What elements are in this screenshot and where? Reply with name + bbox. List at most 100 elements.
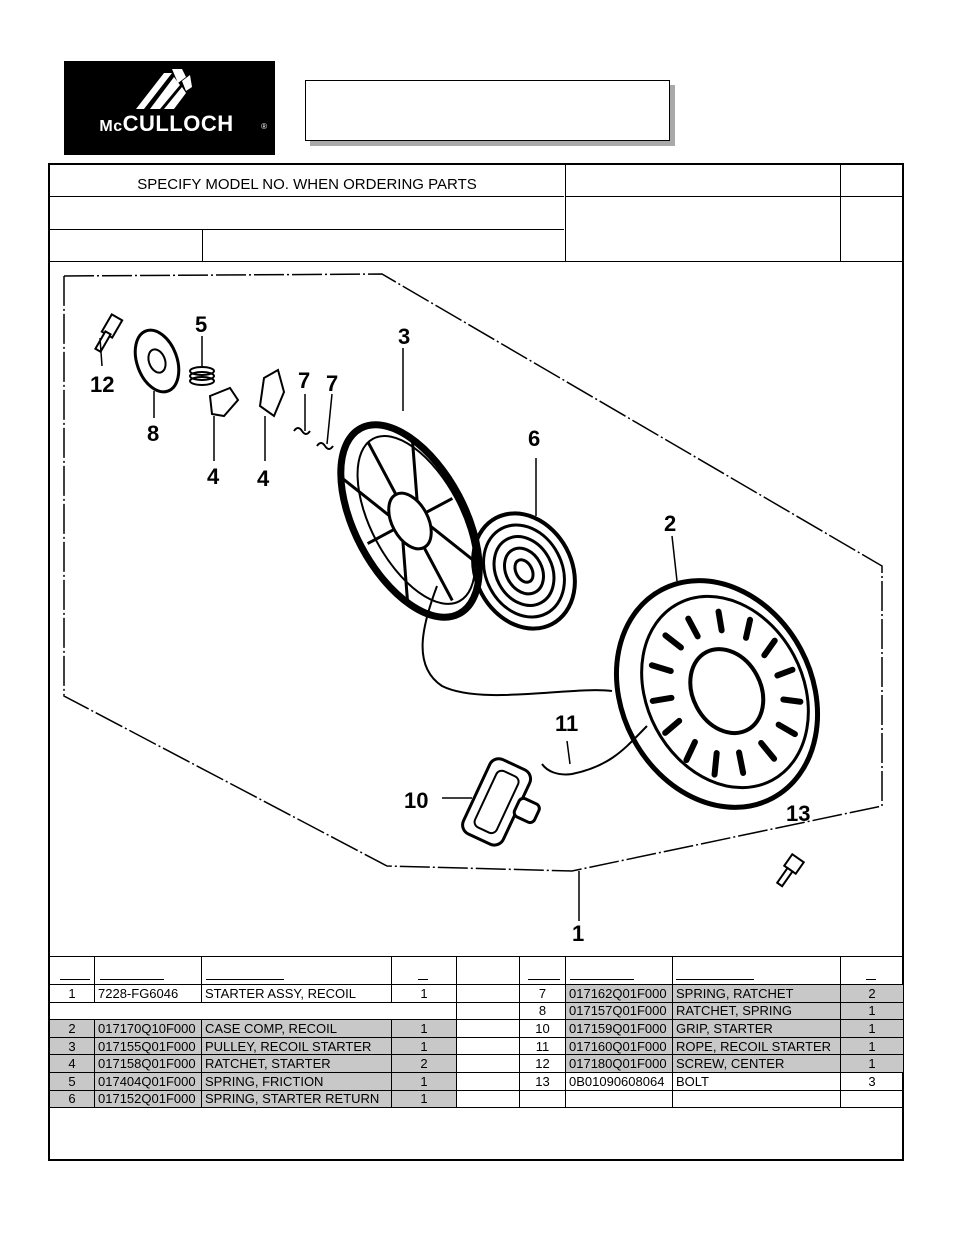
callout-11: 11 bbox=[555, 711, 578, 736]
part-item-no: 4 bbox=[49, 1054, 95, 1073]
ratchet-spring-small-part bbox=[316, 442, 334, 450]
part-number: 017157Q01F000 bbox=[565, 1001, 673, 1021]
part-item-no: 12 bbox=[519, 1054, 566, 1073]
part-number: 017170Q10F000 bbox=[94, 1019, 202, 1038]
return-spring-part bbox=[471, 511, 577, 631]
part-qty: 2 bbox=[391, 1054, 457, 1073]
part-description: ROPE, RECOIL STARTER bbox=[672, 1036, 841, 1056]
mcculloch-logo: McCULLOCH ® bbox=[64, 61, 275, 155]
column-header-mark bbox=[528, 979, 560, 980]
spacer-cell bbox=[456, 1019, 520, 1038]
leader-lines bbox=[99, 336, 678, 921]
parts-sheet-frame bbox=[48, 163, 904, 1161]
callout-8: 8 bbox=[147, 421, 159, 446]
ratchet-spring-small-part bbox=[293, 427, 311, 435]
notes-section-top-line bbox=[50, 1107, 902, 1108]
part-number: 017404Q01F000 bbox=[94, 1071, 202, 1091]
rope-part bbox=[421, 585, 613, 697]
spacer-cell bbox=[456, 1089, 520, 1109]
column-header-mark bbox=[676, 979, 754, 980]
part-description: BOLT bbox=[672, 1071, 841, 1091]
header-col-divider bbox=[565, 165, 566, 261]
logo-wordmark: McCULLOCH bbox=[99, 111, 234, 136]
part-item-no bbox=[519, 1089, 566, 1109]
part-qty: 1 bbox=[840, 1054, 904, 1073]
part-description: PULLEY, RECOIL STARTER bbox=[201, 1036, 392, 1056]
column-header-mark bbox=[100, 979, 164, 980]
part-qty: 1 bbox=[840, 1001, 904, 1021]
part-qty: 1 bbox=[391, 984, 457, 1003]
column-divider bbox=[840, 957, 841, 984]
part-qty: 1 bbox=[840, 1036, 904, 1056]
part-item-no: 10 bbox=[519, 1019, 566, 1038]
callout-10: 10 bbox=[404, 788, 428, 813]
exploded-diagram: 1 2 3 4 4 5 6 7 7 8 10 11 12 13 bbox=[63, 273, 883, 946]
column-divider bbox=[201, 957, 202, 984]
column-header-mark bbox=[206, 979, 284, 980]
callout-4b: 4 bbox=[257, 466, 270, 491]
part-description: RATCHET, STARTER bbox=[201, 1054, 392, 1073]
table-row bbox=[49, 1001, 457, 1021]
part-number: 017160Q01F000 bbox=[565, 1036, 673, 1056]
callout-7a: 7 bbox=[298, 368, 310, 393]
part-qty: 3 bbox=[840, 1071, 904, 1091]
part-description: SPRING, RATCHET bbox=[672, 984, 841, 1003]
logo-stripes-icon bbox=[136, 69, 192, 109]
blank-row bbox=[49, 1001, 457, 1021]
part-qty: 1 bbox=[391, 1089, 457, 1109]
column-divider bbox=[94, 957, 95, 984]
header-col-divider bbox=[840, 165, 841, 261]
column-header-mark bbox=[866, 979, 876, 980]
callout-12: 12 bbox=[90, 372, 114, 397]
part-number: 017158Q01F000 bbox=[94, 1054, 202, 1073]
part-qty: 1 bbox=[840, 1019, 904, 1038]
parts-table-spacer bbox=[456, 984, 520, 1109]
callout-7b: 7 bbox=[326, 371, 338, 396]
part-description: STARTER ASSY, RECOIL bbox=[201, 984, 392, 1003]
spacer-cell bbox=[456, 1036, 520, 1056]
part-item-no: 7 bbox=[519, 984, 566, 1003]
friction-spring-part bbox=[189, 366, 215, 386]
column-divider bbox=[565, 957, 566, 984]
spacer-cell bbox=[456, 984, 520, 1003]
assembly-outline bbox=[63, 273, 883, 872]
part-item-no: 13 bbox=[519, 1071, 566, 1091]
recoil-case-part bbox=[613, 578, 821, 810]
part-item-no: 1 bbox=[49, 984, 95, 1003]
column-divider bbox=[391, 957, 392, 984]
column-header-mark bbox=[570, 979, 634, 980]
callout-1: 1 bbox=[572, 921, 584, 946]
part-number: 017162Q01F000 bbox=[565, 984, 673, 1003]
part-item-no: 2 bbox=[49, 1019, 95, 1038]
part-item-no: 11 bbox=[519, 1036, 566, 1056]
part-number bbox=[565, 1089, 673, 1109]
column-header-mark bbox=[418, 979, 428, 980]
specify-model-text: SPECIFY MODEL NO. WHEN ORDERING PARTS bbox=[137, 176, 477, 193]
rope-part bbox=[541, 725, 648, 776]
header-bottom-line bbox=[50, 261, 902, 262]
part-number: 0B01090608064 bbox=[565, 1071, 673, 1091]
part-description: SPRING, FRICTION bbox=[201, 1071, 392, 1091]
column-divider bbox=[672, 957, 673, 984]
parts-section-top-line bbox=[50, 956, 902, 957]
header-col-divider bbox=[202, 229, 203, 261]
part-number: 017159Q01F000 bbox=[565, 1019, 673, 1038]
part-description bbox=[672, 1089, 841, 1109]
part-qty: 1 bbox=[391, 1019, 457, 1038]
pulley-part bbox=[337, 421, 483, 621]
part-description: SCREW, CENTER bbox=[672, 1054, 841, 1073]
ratchet-part bbox=[208, 386, 240, 418]
header-row-divider bbox=[50, 229, 564, 230]
callout-2: 2 bbox=[664, 511, 676, 536]
callout-13: 13 bbox=[786, 801, 810, 826]
part-number: 017155Q01F000 bbox=[94, 1036, 202, 1056]
spacer-cell bbox=[456, 1071, 520, 1091]
